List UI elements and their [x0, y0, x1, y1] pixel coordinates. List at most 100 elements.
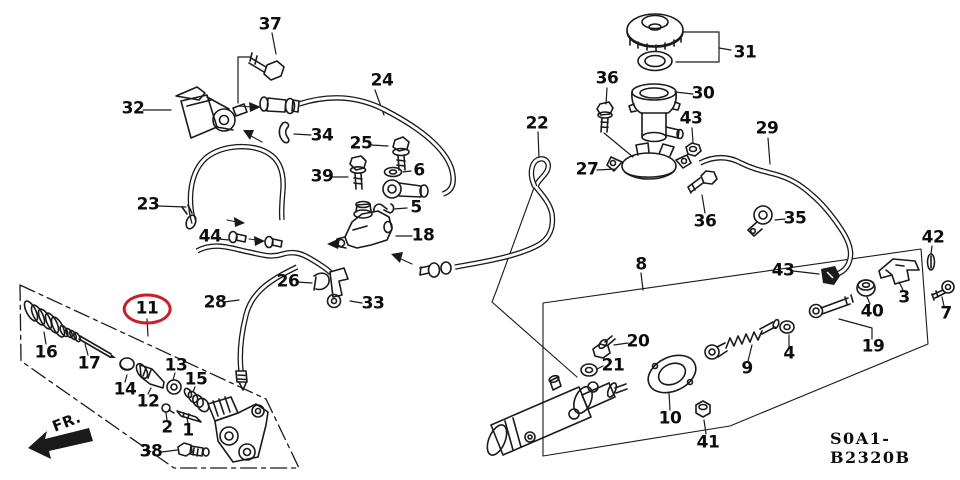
part-36-bolt-b [688, 171, 717, 193]
part-label-6[interactable]: 6 [413, 160, 425, 181]
part-label-36[interactable]: 36 [693, 211, 717, 232]
part-label-34[interactable]: 34 [310, 125, 334, 146]
part-label-14[interactable]: 14 [113, 379, 137, 400]
part-label-26[interactable]: 26 [276, 271, 300, 292]
part-10-gasket [642, 348, 702, 400]
part-34-clip [279, 122, 288, 142]
part-label-5[interactable]: 5 [410, 197, 422, 218]
part-label-19[interactable]: 19 [861, 336, 885, 357]
part-7-bolt [932, 281, 954, 300]
part-label-3[interactable]: 3 [898, 287, 910, 308]
part-label-10[interactable]: 10 [658, 408, 682, 429]
part-label-40[interactable]: 40 [860, 301, 884, 322]
part-17-rod [64, 327, 116, 358]
part-31-cap-seal [638, 52, 672, 71]
assembly-arrows [227, 102, 412, 264]
part-label-12[interactable]: 12 [136, 391, 160, 412]
group-box-11 [20, 285, 299, 468]
part-label-13[interactable]: 13 [164, 355, 188, 376]
part-28-end-fitting [236, 371, 247, 390]
part-label-2[interactable]: 2 [161, 417, 173, 438]
part-5-clip [374, 204, 394, 213]
part-12-piston [134, 362, 164, 388]
part-label-7[interactable]: 7 [940, 303, 952, 324]
part-label-8[interactable]: 8 [635, 254, 647, 275]
part-9-push-rod [705, 319, 780, 359]
part-2-valve [162, 404, 174, 413]
part-3-bracket [879, 259, 919, 284]
part-label-43[interactable]: 43 [679, 108, 703, 129]
part-label-4[interactable]: 4 [783, 343, 795, 364]
part-label-1[interactable]: 1 [182, 420, 194, 441]
part-30-reservoir [629, 84, 683, 142]
part-13-spring-seat [167, 380, 181, 394]
group-box-8 [543, 249, 928, 456]
part-label-22[interactable]: 22 [525, 113, 549, 134]
part-label-23[interactable]: 23 [136, 194, 160, 215]
part-43-nut [686, 143, 701, 156]
part-11-slave-cylinder [208, 397, 268, 462]
part-15-spring [183, 387, 211, 414]
part-label-30[interactable]: 30 [691, 83, 715, 104]
part-25-bolt [393, 137, 409, 170]
part-label-17[interactable]: 17 [77, 353, 101, 374]
part-label-37[interactable]: 37 [258, 14, 282, 35]
part-32-bracket [176, 87, 247, 138]
part-label-42[interactable]: 42 [921, 227, 945, 248]
part-23-end-fitting [182, 205, 198, 230]
part-6-washer [385, 168, 402, 177]
part-label-16[interactable]: 16 [34, 342, 58, 363]
part-38-bleeder-screw [178, 443, 209, 456]
part-label-28[interactable]: 28 [203, 292, 227, 313]
part-label-24[interactable]: 24 [370, 70, 394, 91]
part-43-hose-clamp [821, 266, 840, 285]
part-35-clamp [748, 206, 772, 236]
part-label-44[interactable]: 44 [198, 226, 222, 247]
part-24-banjo-end [383, 180, 428, 198]
part-8-clutch-master-cylinder [483, 374, 627, 457]
part-42-pin [928, 254, 935, 270]
part-16-boot [22, 299, 70, 339]
part-label-11-highlighted[interactable]: 11 [122, 293, 172, 325]
part-label-21[interactable]: 21 [601, 355, 625, 376]
part-label-15[interactable]: 15 [184, 369, 208, 390]
part-1-valve-rod [177, 411, 201, 422]
part-20-bolt [593, 336, 615, 358]
part-18-master-cylinder [336, 202, 392, 249]
part-19-bolt [810, 295, 854, 318]
part-label-43[interactable]: 43 [771, 260, 795, 281]
part-label-35[interactable]: 35 [783, 208, 807, 229]
part-33-bracket [328, 268, 349, 308]
part-41-nut [696, 401, 710, 417]
part-14-seal [120, 358, 134, 370]
part-label-33[interactable]: 33 [361, 293, 385, 314]
part-21-washer [581, 364, 597, 376]
part-label-32[interactable]: 32 [121, 98, 145, 119]
part-label-18[interactable]: 18 [411, 225, 435, 246]
part-27-clamp [607, 143, 691, 179]
part-label-9[interactable]: 9 [741, 358, 753, 379]
part-label-36[interactable]: 36 [595, 68, 619, 89]
part-26-clip [314, 273, 329, 290]
part-label-31[interactable]: 31 [733, 42, 757, 63]
part-22-end-fitting [420, 262, 451, 277]
part-40-nut [857, 280, 875, 296]
part-label-27[interactable]: 27 [575, 159, 599, 180]
part-39-bolt [350, 156, 366, 189]
part-31-reservoir-cap [627, 14, 683, 51]
part-label-41[interactable]: 41 [696, 432, 720, 453]
part-37-bolt [249, 53, 284, 80]
pipes-and-hoses [190, 98, 850, 371]
part-label-38[interactable]: 38 [139, 441, 163, 462]
part-label-25[interactable]: 25 [349, 133, 373, 154]
part-label-20[interactable]: 20 [626, 331, 650, 352]
part-24-hose-fitting [260, 97, 299, 114]
part-4-washer [780, 321, 794, 333]
fr-arrow-icon [28, 428, 93, 459]
part-label-29[interactable]: 29 [755, 118, 779, 139]
part-44-joints [229, 232, 282, 248]
part-label-39[interactable]: 39 [310, 166, 334, 187]
part-36-bolt-a [597, 102, 613, 132]
